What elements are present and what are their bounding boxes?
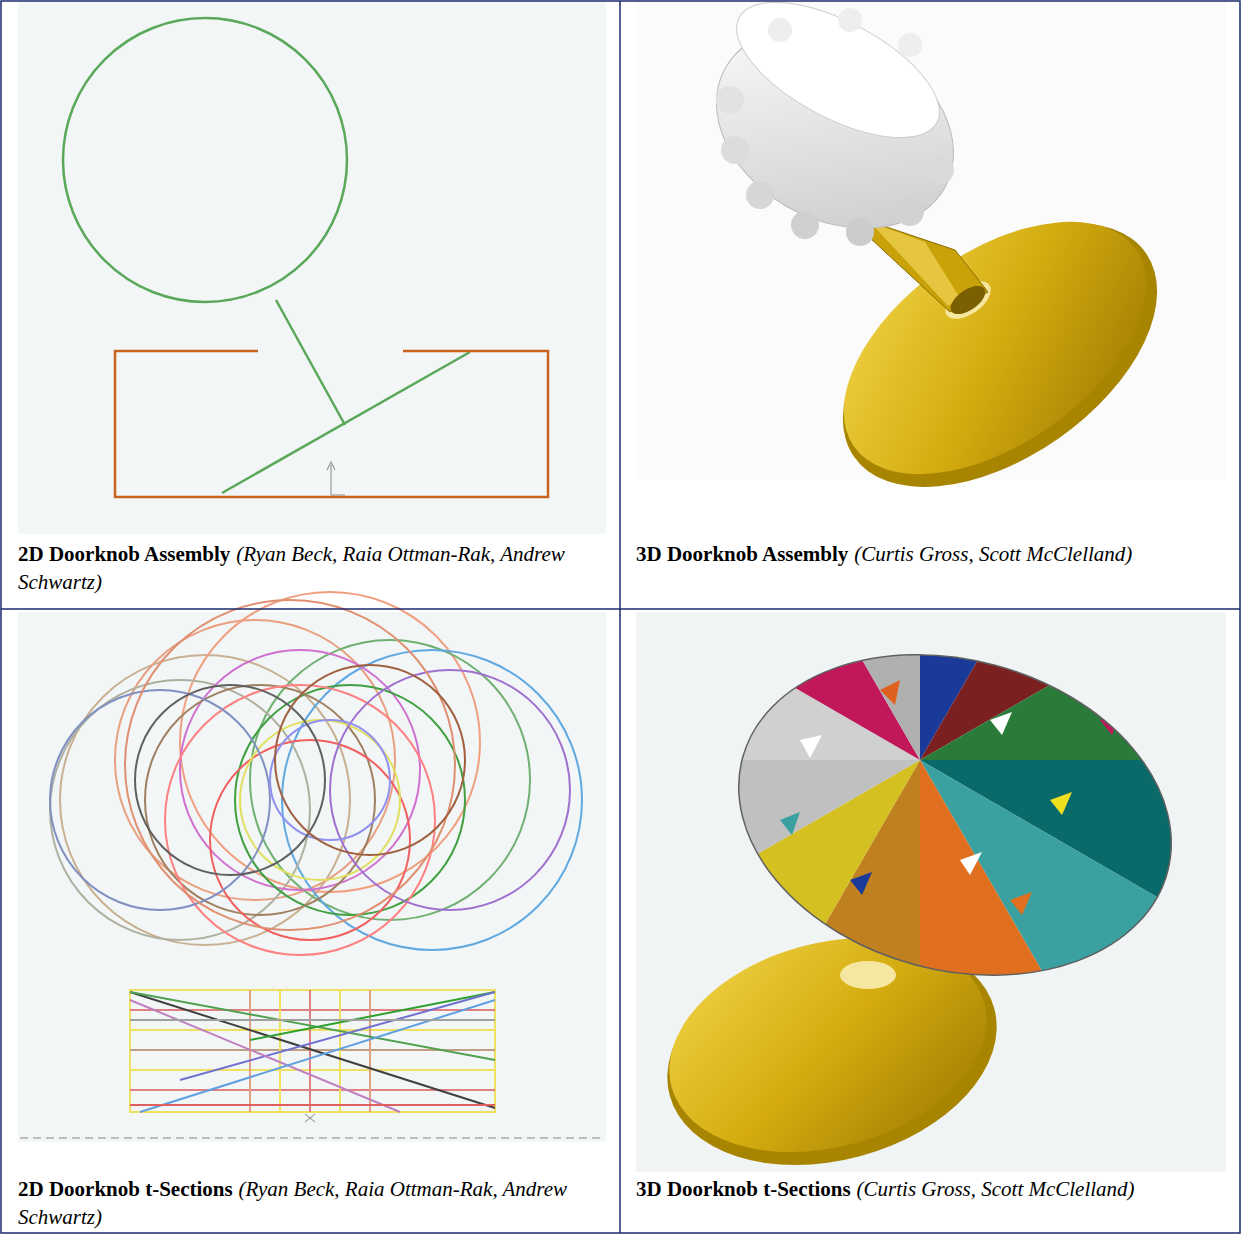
neck-base bbox=[946, 280, 990, 319]
knob-scallop bbox=[896, 198, 924, 226]
section-rect bbox=[130, 990, 495, 1112]
section-fin bbox=[990, 712, 1012, 735]
section-wedge bbox=[574, 414, 920, 760]
knob-scallop bbox=[926, 156, 954, 184]
caption-cell: 2D Doorknob t-Sections(Ryan Beck, Raia O… bbox=[18, 1175, 610, 1231]
knob-scallop bbox=[791, 211, 819, 239]
neck-highlight bbox=[870, 222, 960, 306]
base-disc bbox=[796, 169, 1205, 540]
section-circle bbox=[165, 685, 435, 955]
section-circle bbox=[50, 680, 310, 940]
caption-cell: 3D Doorknob t-Sections(Curtis Gross, Sco… bbox=[636, 1175, 1228, 1203]
section-circle bbox=[250, 640, 530, 920]
caption-authors: (Curtis Gross, Scott McClelland) bbox=[857, 1177, 1135, 1201]
section-fin bbox=[880, 680, 900, 705]
knob-scallop bbox=[838, 8, 862, 32]
door-outline bbox=[115, 351, 548, 497]
section-circle bbox=[275, 665, 465, 855]
section-fin bbox=[960, 852, 982, 875]
caption-authors: (Curtis Gross, Scott McClelland) bbox=[854, 542, 1132, 566]
section-line bbox=[130, 1000, 400, 1112]
section-line bbox=[130, 992, 495, 1060]
section-line bbox=[130, 1019, 495, 1021]
section-fin bbox=[850, 872, 872, 895]
section-fin bbox=[780, 812, 800, 835]
section-line bbox=[309, 990, 311, 1112]
section-circle bbox=[210, 740, 410, 940]
section-circle bbox=[50, 690, 270, 910]
axis-marker bbox=[305, 1114, 315, 1122]
highlight bbox=[840, 961, 896, 989]
section-line bbox=[130, 1069, 495, 1071]
table-rule bbox=[619, 1, 621, 1233]
centre-line bbox=[20, 1137, 604, 1139]
caption-title: 2D Doorknob Assembly bbox=[18, 542, 230, 566]
caption-title: 3D Doorknob Assembly bbox=[636, 542, 848, 566]
shaft-line bbox=[276, 300, 345, 425]
knob-scallop bbox=[846, 218, 874, 246]
section-line bbox=[130, 1104, 495, 1106]
panel-ground bbox=[18, 2, 606, 534]
knob-scallop bbox=[716, 86, 744, 114]
base-disc bbox=[799, 171, 1191, 526]
section-line bbox=[250, 992, 495, 1040]
section-line bbox=[369, 990, 371, 1112]
section-circle bbox=[240, 720, 400, 880]
knob-circle bbox=[63, 18, 347, 302]
axis-marker bbox=[330, 465, 331, 495]
section-circle bbox=[330, 670, 570, 910]
section-fin bbox=[1050, 792, 1072, 815]
base-line bbox=[222, 352, 470, 493]
section-wedge bbox=[520, 760, 920, 960]
knob-scallop bbox=[746, 181, 774, 209]
table-rule bbox=[1, 608, 1240, 610]
section-line bbox=[130, 992, 495, 1108]
caption-title: 2D Doorknob t-Sections bbox=[18, 1177, 233, 1201]
section-wedge bbox=[520, 560, 920, 760]
knob-outline bbox=[702, 608, 1207, 1021]
knob-scallop bbox=[768, 18, 792, 42]
section-fin bbox=[740, 690, 760, 712]
knob-scallop bbox=[898, 33, 922, 57]
caption-cell: 2D Doorknob Assembly(Ryan Beck, Raia Ott… bbox=[18, 540, 610, 596]
caption-cell: 3D Doorknob Assembly(Curtis Gross, Scott… bbox=[636, 540, 1228, 568]
axis-marker bbox=[327, 462, 335, 470]
knob-top bbox=[717, 0, 960, 165]
section-circle bbox=[135, 685, 325, 875]
section-circle bbox=[282, 650, 582, 950]
section-fin bbox=[800, 735, 822, 758]
knob-scallop bbox=[721, 136, 749, 164]
section-line bbox=[180, 992, 495, 1080]
section-line bbox=[339, 990, 341, 1112]
panel-ground bbox=[18, 612, 606, 1142]
section-circle bbox=[270, 720, 390, 840]
section-circle bbox=[125, 600, 455, 930]
section-line bbox=[130, 1029, 495, 1031]
caption-title: 3D Doorknob t-Sections bbox=[636, 1177, 851, 1201]
section-fin bbox=[1010, 892, 1032, 915]
section-wedge bbox=[920, 760, 1120, 1160]
axis-marker bbox=[331, 494, 345, 495]
section-line bbox=[140, 1000, 495, 1112]
